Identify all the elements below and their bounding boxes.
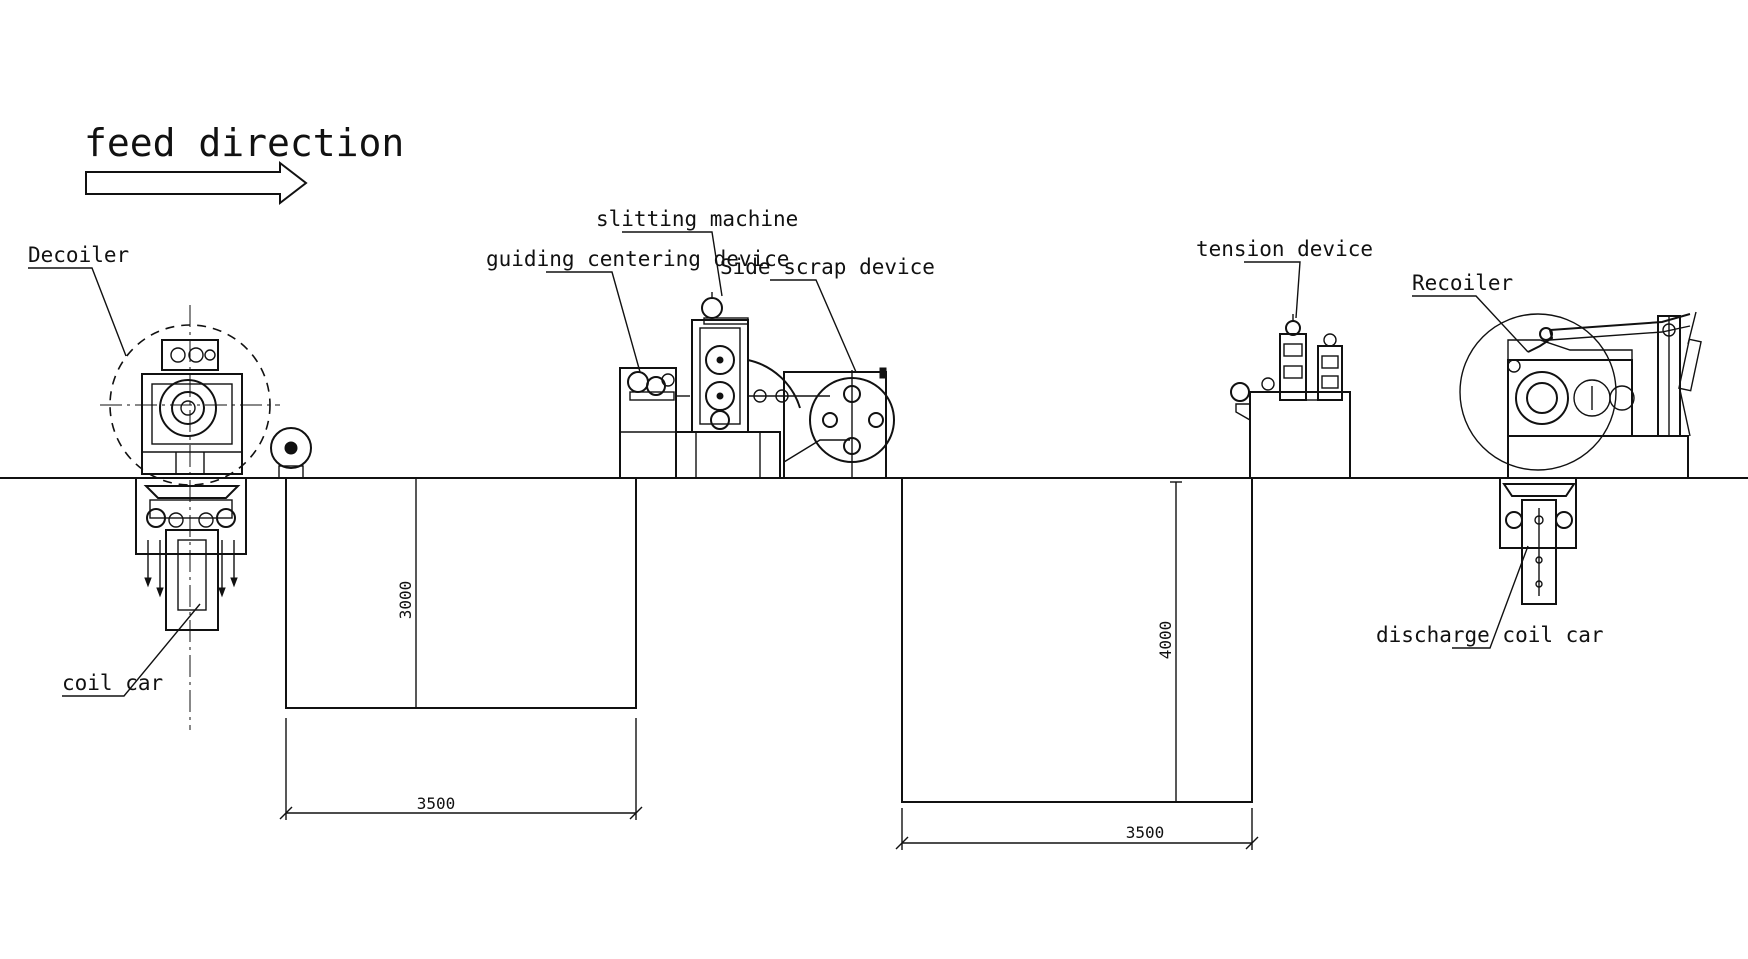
tension-device-label: tension device (1196, 237, 1373, 261)
label-guiding-centering-device: guiding centering device (486, 247, 789, 373)
coil-car-label: coil car (62, 671, 163, 695)
slitting-machine-machine (675, 292, 830, 478)
label-coil-car: coil car (62, 603, 201, 697)
recoiler-machine (1459, 311, 1702, 605)
pit2-depth-label: 4000 (1156, 621, 1175, 660)
recoiler-label: Recoiler (1412, 271, 1513, 295)
pit-2 (901, 478, 1253, 803)
guiding-centering-device-label: guiding centering device (486, 247, 789, 271)
label-decoiler: Decoiler (28, 243, 129, 357)
feed-direction-label: feed direction (84, 121, 404, 165)
feed-direction: feed direction (84, 121, 404, 206)
pit1-width-label: 3500 (417, 794, 456, 813)
slitting-machine-label: slitting machine (596, 207, 798, 231)
decoiler-label: Decoiler (28, 243, 129, 267)
tension-device-machine (1230, 314, 1351, 479)
side-scrap-device-machine (783, 367, 895, 479)
label-recoiler: Recoiler (1412, 271, 1529, 353)
label-tension-device: tension device (1196, 237, 1373, 319)
label-discharge-coil-car: discharge coil car (1376, 545, 1604, 649)
side-scrap-device-label: Side scrap device (720, 255, 935, 279)
label-side-scrap-device: Side scrap device (720, 255, 935, 373)
guiding-centering-device-machine (619, 367, 690, 479)
pit2-width-label: 3500 (1126, 823, 1165, 842)
dimension-pit1-width: 3500 (279, 718, 643, 820)
pit-1 (285, 478, 637, 709)
decoiler-machine (100, 305, 312, 730)
feed-arrow-icon (85, 160, 308, 206)
dimension-pit1-depth: 3000 (396, 477, 422, 709)
pit1-depth-label: 3000 (396, 581, 415, 620)
dimension-pit2-width: 3500 (895, 808, 1259, 850)
label-slitting-machine: slitting machine (596, 207, 798, 297)
dimension-pit2-depth: 4000 (1156, 481, 1182, 803)
discharge-coil-car-label: discharge coil car (1376, 623, 1604, 647)
